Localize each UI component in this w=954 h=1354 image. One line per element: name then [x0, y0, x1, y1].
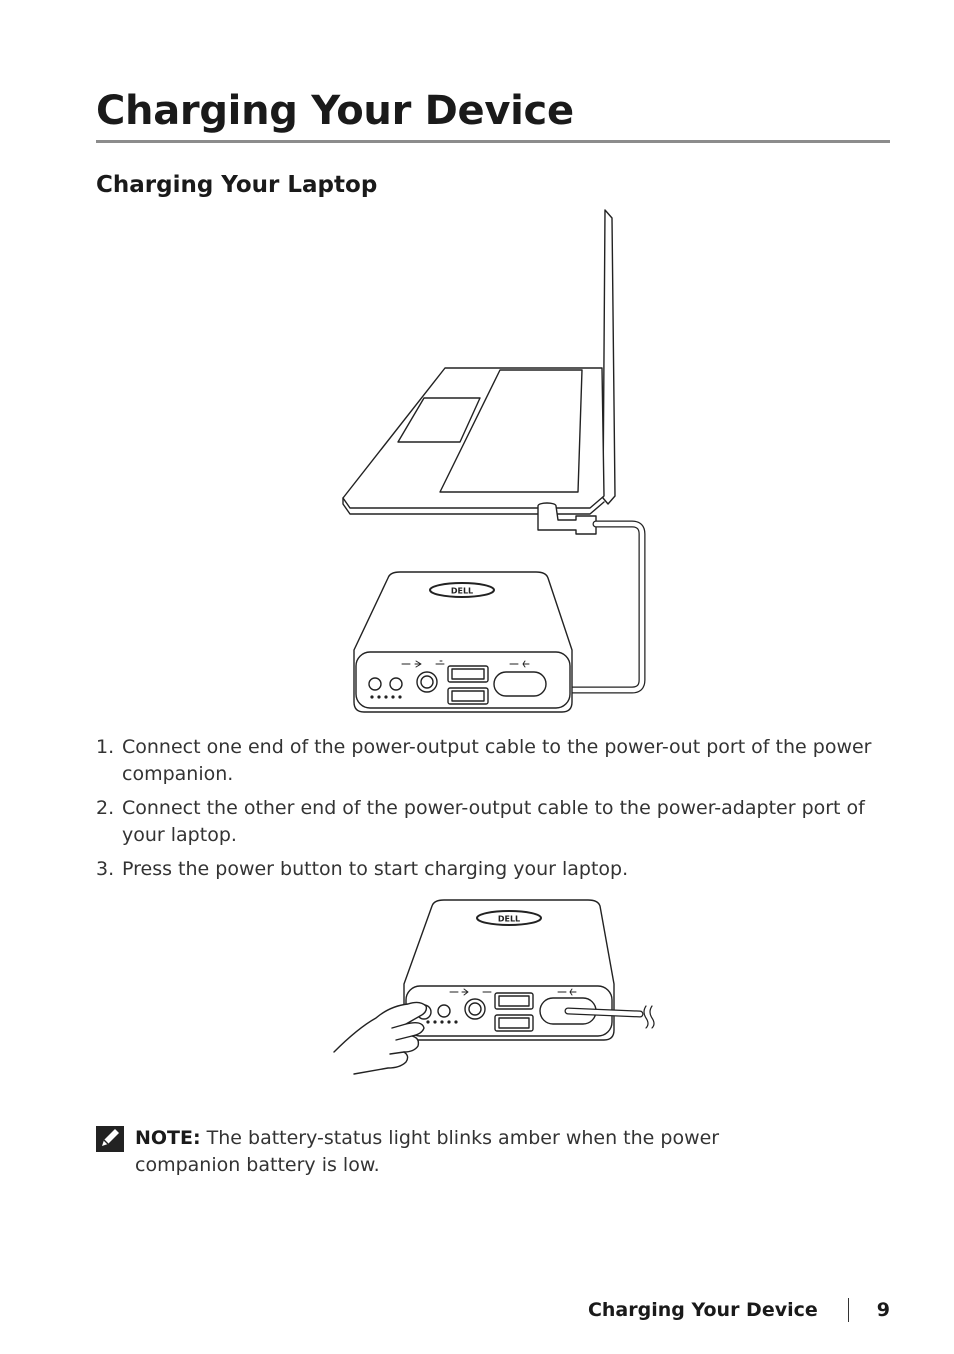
press-power-button-illustration: DELL — [333, 899, 655, 1075]
title-rule — [96, 140, 890, 143]
page-title: Charging Your Device — [96, 88, 574, 134]
dell-logo — [429, 582, 495, 598]
dell-logo — [476, 910, 542, 926]
usb-port-2 — [447, 687, 489, 705]
battery-button — [437, 1004, 451, 1018]
step-text: Connect the other end of the power-outpu… — [122, 797, 865, 846]
port-panel — [355, 651, 571, 709]
cable-break-mark — [643, 1005, 655, 1029]
power-button — [368, 677, 382, 691]
step-number: 1. — [96, 736, 115, 758]
dell-logo-text: DELL — [498, 915, 520, 924]
steps-list: 1. Connect one end of the power-output ca… — [96, 734, 896, 890]
step-item: 1. Connect one end of the power-output ca… — [96, 734, 896, 788]
laptop-lid — [602, 209, 616, 505]
step-number: 2. — [96, 797, 115, 819]
cable-plug — [537, 502, 597, 535]
note-text-line: NOTE: The battery-status light blinks am… — [96, 1125, 816, 1179]
battery-button — [389, 677, 403, 691]
battery-status-lights — [370, 695, 402, 699]
power-output-cable — [564, 520, 646, 694]
note-label: NOTE: — [135, 1127, 201, 1149]
laptop-keyboard — [439, 369, 583, 493]
usb-port-1 — [494, 992, 534, 1010]
step-item: 3. Press the power button to start chargi… — [96, 856, 896, 883]
step-text: Connect one end of the power-output cabl… — [122, 736, 872, 785]
note-text: The battery-status light blinks amber wh… — [135, 1127, 720, 1176]
battery-status-lights — [426, 1020, 458, 1024]
laptop-charging-illustration: DELL — [342, 209, 646, 713]
pencil-note-icon — [96, 1126, 124, 1152]
step-item: 2. Connect the other end of the power-out… — [96, 795, 896, 849]
footer-section-title: Charging Your Device — [587, 1299, 818, 1321]
note-block: NOTE: The battery-status light blinks am… — [96, 1125, 816, 1179]
laptop-base — [342, 367, 605, 509]
page-footer: Charging Your Device 9 — [588, 1298, 890, 1322]
usb-port-1 — [447, 665, 489, 683]
power-in-port — [464, 998, 486, 1020]
section-title: Charging Your Laptop — [96, 172, 378, 198]
page-number: 9 — [876, 1299, 890, 1321]
step-number: 3. — [96, 858, 115, 880]
power-in-port — [416, 671, 438, 693]
laptop-touchpad — [397, 397, 481, 443]
dell-logo-text: DELL — [451, 587, 473, 596]
footer-separator — [847, 1298, 849, 1322]
hand — [333, 1001, 428, 1075]
power-out-port — [493, 671, 547, 697]
step-text: Press the power button to start charging… — [122, 858, 629, 880]
usb-port-2 — [494, 1014, 534, 1032]
